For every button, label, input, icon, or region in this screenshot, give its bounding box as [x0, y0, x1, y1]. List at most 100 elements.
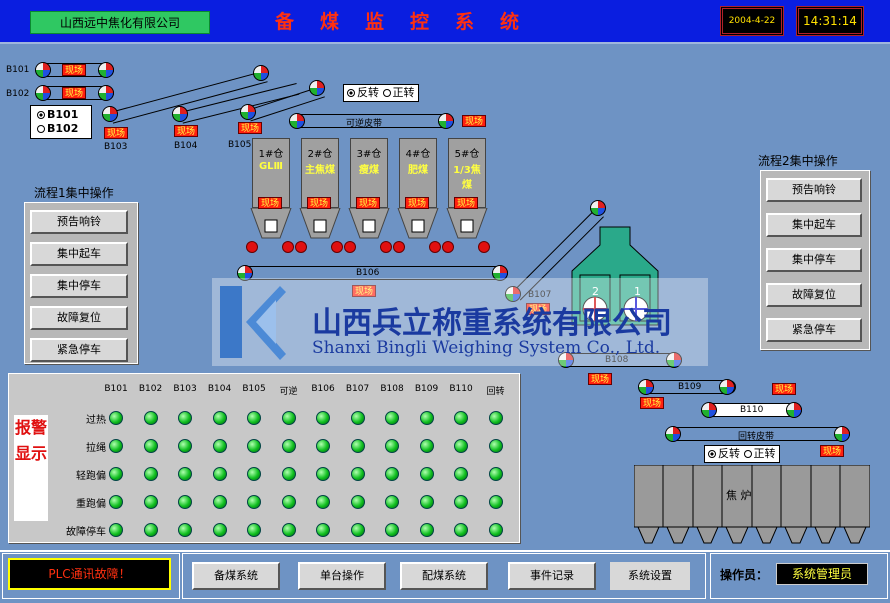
pulley-icon [237, 265, 253, 281]
pulley-icon [253, 65, 269, 81]
feeder-motor-icon[interactable] [380, 241, 392, 253]
flow2-button-4[interactable]: 故障复位 [766, 283, 862, 307]
watermark-cn: 山西兵立称重系统有限公司 [312, 306, 672, 341]
alarm-led-icon [143, 467, 158, 481]
forward-option[interactable]: 正转 [382, 86, 415, 99]
plc-status-frame [2, 553, 180, 599]
alarm-row-header: 重跑偏 [76, 499, 106, 510]
operator-name: 系统管理员 [776, 563, 868, 585]
alarm-led-icon [281, 467, 296, 481]
alarm-led-icon [419, 495, 434, 509]
alarm-led-icon [488, 439, 503, 453]
company-name: 山西远中焦化有限公司 [30, 11, 210, 34]
silo-4: 4#仓肥煤 [399, 138, 437, 208]
alarm-led-icon [385, 467, 399, 481]
select-b102-option[interactable]: B102 [37, 122, 85, 136]
pulley-icon [701, 402, 717, 418]
alarm-led-icon [419, 411, 434, 425]
alarm-led-icon [143, 439, 158, 453]
pulley-icon [172, 106, 188, 122]
alarm-led-icon [488, 495, 503, 509]
alarm-led-icon [316, 439, 330, 453]
logo-icon [220, 286, 286, 360]
feeder-motor-icon[interactable] [246, 241, 258, 253]
flow1-button-5[interactable]: 紧急停车 [30, 338, 128, 362]
radio-off-icon [382, 89, 391, 97]
silo-coal-type: GLⅢ [258, 161, 284, 172]
select-b101-option[interactable]: B101 [37, 108, 85, 122]
rotary-reverse-option[interactable]: 反转 [708, 447, 740, 460]
feeder-motor-icon[interactable] [393, 241, 405, 253]
alarm-led-icon [143, 523, 158, 537]
alarm-led-icon [109, 411, 123, 425]
silo-hopper-icon [446, 208, 488, 239]
reverse-option[interactable]: 反转 [347, 86, 379, 99]
site-badge-b110: 现场 [772, 383, 797, 395]
silo-coal-type: 主焦煤 [305, 165, 335, 176]
nav-button-4[interactable]: 事件记录 [508, 562, 596, 590]
site-badge-silo: 现场 [405, 197, 430, 209]
silo-3: 3#仓瘦煤 [350, 138, 388, 208]
feeder-motor-icon[interactable] [442, 241, 454, 253]
feeder-motor-icon[interactable] [295, 241, 307, 253]
site-badge-b103: 现场 [104, 127, 129, 139]
rotary-forward-option[interactable]: 正转 [743, 447, 776, 460]
site-badge-b109: 现场 [640, 397, 665, 409]
time-display: 14:31:14 [796, 6, 864, 36]
alarm-led-icon [212, 523, 227, 537]
pulley-icon [98, 62, 114, 78]
flow2-button-5[interactable]: 紧急停车 [766, 318, 862, 342]
flow2-button-3[interactable]: 集中停车 [766, 248, 862, 272]
plc-status: PLC通讯故障！ [8, 558, 171, 590]
nav-button-1[interactable]: 备煤系统 [192, 562, 280, 590]
crusher-1-label: 1 [634, 285, 641, 298]
flow2-button-1[interactable]: 预告响铃 [766, 178, 862, 202]
forward-label: 正转 [392, 86, 415, 99]
feeder-selector: B101 B102 [30, 105, 92, 139]
feeder-motor-icon[interactable] [331, 241, 343, 253]
alarm-led-icon [454, 523, 468, 537]
site-badge-reversible: 现场 [462, 115, 487, 127]
nav-button-5[interactable]: 系统设置 [610, 562, 690, 590]
nav-button-3[interactable]: 配煤系统 [400, 562, 488, 590]
silo-coal-type: 1/3焦煤 [453, 165, 481, 191]
alarm-column-header: B103 [173, 384, 197, 394]
feeder-motor-icon[interactable] [282, 241, 294, 253]
alarm-led-icon [178, 467, 192, 481]
alarm-led-icon [316, 411, 330, 425]
rotary-forward-label: 正转 [753, 447, 776, 460]
belt-b102-label: B102 [6, 89, 30, 99]
flow1-button-3[interactable]: 集中停车 [30, 274, 128, 298]
feeder-motor-icon[interactable] [344, 241, 356, 253]
alarm-led-icon [350, 467, 365, 481]
site-badge-b101: 现场 [62, 64, 87, 76]
alarm-led-icon [488, 467, 503, 481]
flow2-button-2[interactable]: 集中起车 [766, 213, 862, 237]
alarm-led-icon [385, 411, 399, 425]
alarm-led-icon [247, 467, 261, 481]
flow2-title: 流程2集中操作 [758, 154, 838, 168]
nav-button-2[interactable]: 单台操作 [298, 562, 386, 590]
flow1-title: 流程1集中操作 [34, 186, 114, 200]
feeder-motor-icon[interactable] [429, 241, 441, 253]
pulley-icon [505, 286, 521, 302]
belt-b104-label: B104 [174, 141, 198, 151]
pulley-icon [590, 200, 606, 216]
alarm-led-icon [247, 495, 261, 509]
silo-hopper-icon [250, 208, 292, 239]
alarm-led-icon [488, 411, 503, 425]
alarm-led-icon [281, 411, 296, 425]
alarm-led-icon [454, 495, 468, 509]
silo-name: 1#仓 [258, 149, 284, 160]
date-display: 2004-4-22 [720, 6, 784, 36]
alarm-title: 报警显示 [14, 415, 48, 521]
alarm-led-icon [385, 439, 399, 453]
flow1-button-1[interactable]: 预告响铃 [30, 210, 128, 234]
pulley-icon [102, 106, 118, 122]
crusher-icon [571, 226, 659, 326]
feeder-motor-icon[interactable] [478, 241, 490, 253]
flow1-button-2[interactable]: 集中起车 [30, 242, 128, 266]
silo-name: 5#仓 [454, 149, 480, 160]
pulley-icon [35, 85, 51, 101]
flow1-button-4[interactable]: 故障复位 [30, 306, 128, 330]
